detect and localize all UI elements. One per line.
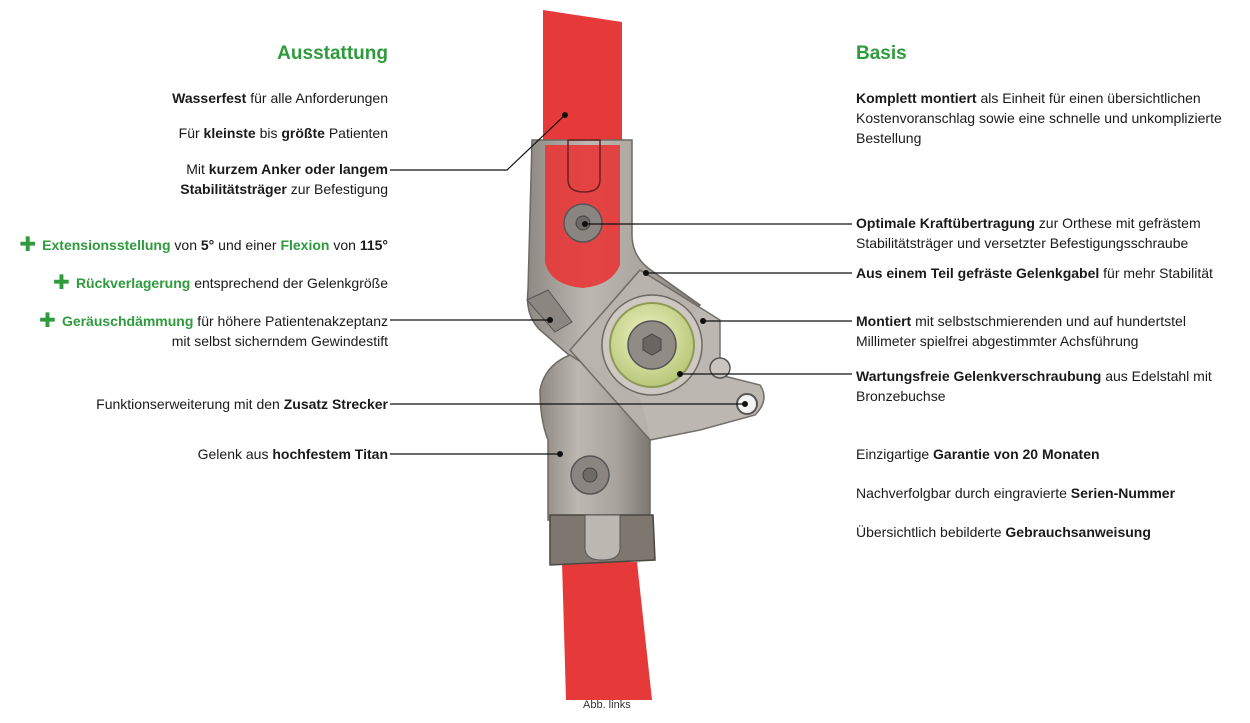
label-garantie: Einzigartige Garantie von 20 Monaten [856, 446, 1100, 462]
label-montiert: Montiert mit selbstschmierenden und auf … [856, 313, 1186, 349]
leader-lines-left [390, 114, 745, 455]
label-seriennummer: Nachverfolgbar durch eingravierte Serien… [856, 485, 1176, 501]
label-gelenkgabel: Aus einem Teil gefräste Gelenkgabel für … [856, 265, 1213, 281]
heading-basis: Basis [856, 43, 907, 64]
anchor-slot [567, 139, 601, 193]
plus-icon: ✚ [39, 310, 56, 332]
heading-ausstattung: Ausstattung [277, 43, 388, 64]
label-anker: Mit kurzem Anker oder langem Stabilitäts… [180, 161, 388, 197]
label-patientengroesse: Für kleinste bis größte Patienten [178, 125, 388, 141]
label-wasserfest: Wasserfest für alle Anforderungen [172, 90, 388, 106]
extension-pin [709, 357, 731, 379]
leader-lines-right [585, 223, 852, 375]
label-titan: Gelenk aus hochfestem Titan [197, 446, 388, 462]
figure-caption: Abb. links [583, 699, 631, 711]
label-extension-flexion: ✚Extensionsstellung von 5° und einer Fle… [19, 234, 388, 256]
label-geraeuschdaemmung: ✚Geräuschdämmung für höhere Patientenakz… [39, 310, 388, 349]
label-kraftuebertragung: Optimale Kraftübertragung zur Orthese mi… [856, 215, 1201, 251]
upper-strap [543, 10, 622, 150]
label-rueckverlagerung: ✚Rückverlagerung entsprechend der Gelenk… [53, 272, 388, 294]
lower-strap [562, 562, 652, 700]
leader-dots [547, 112, 748, 457]
label-komplett-montiert: Komplett montiert als Einheit für einen … [856, 90, 1222, 146]
plus-icon: ✚ [19, 234, 37, 256]
set-screw [526, 289, 573, 333]
label-gebrauchsanweisung: Übersichtlich bebilderte Gebrauchsanweis… [856, 524, 1151, 540]
plus-icon: ✚ [53, 272, 70, 294]
label-zusatz-strecker: Funktionserweiterung mit den Zusatz Stre… [96, 396, 388, 412]
label-gelenkverschraubung: Wartungsfreie Gelenkverschraubung aus Ed… [856, 368, 1212, 404]
